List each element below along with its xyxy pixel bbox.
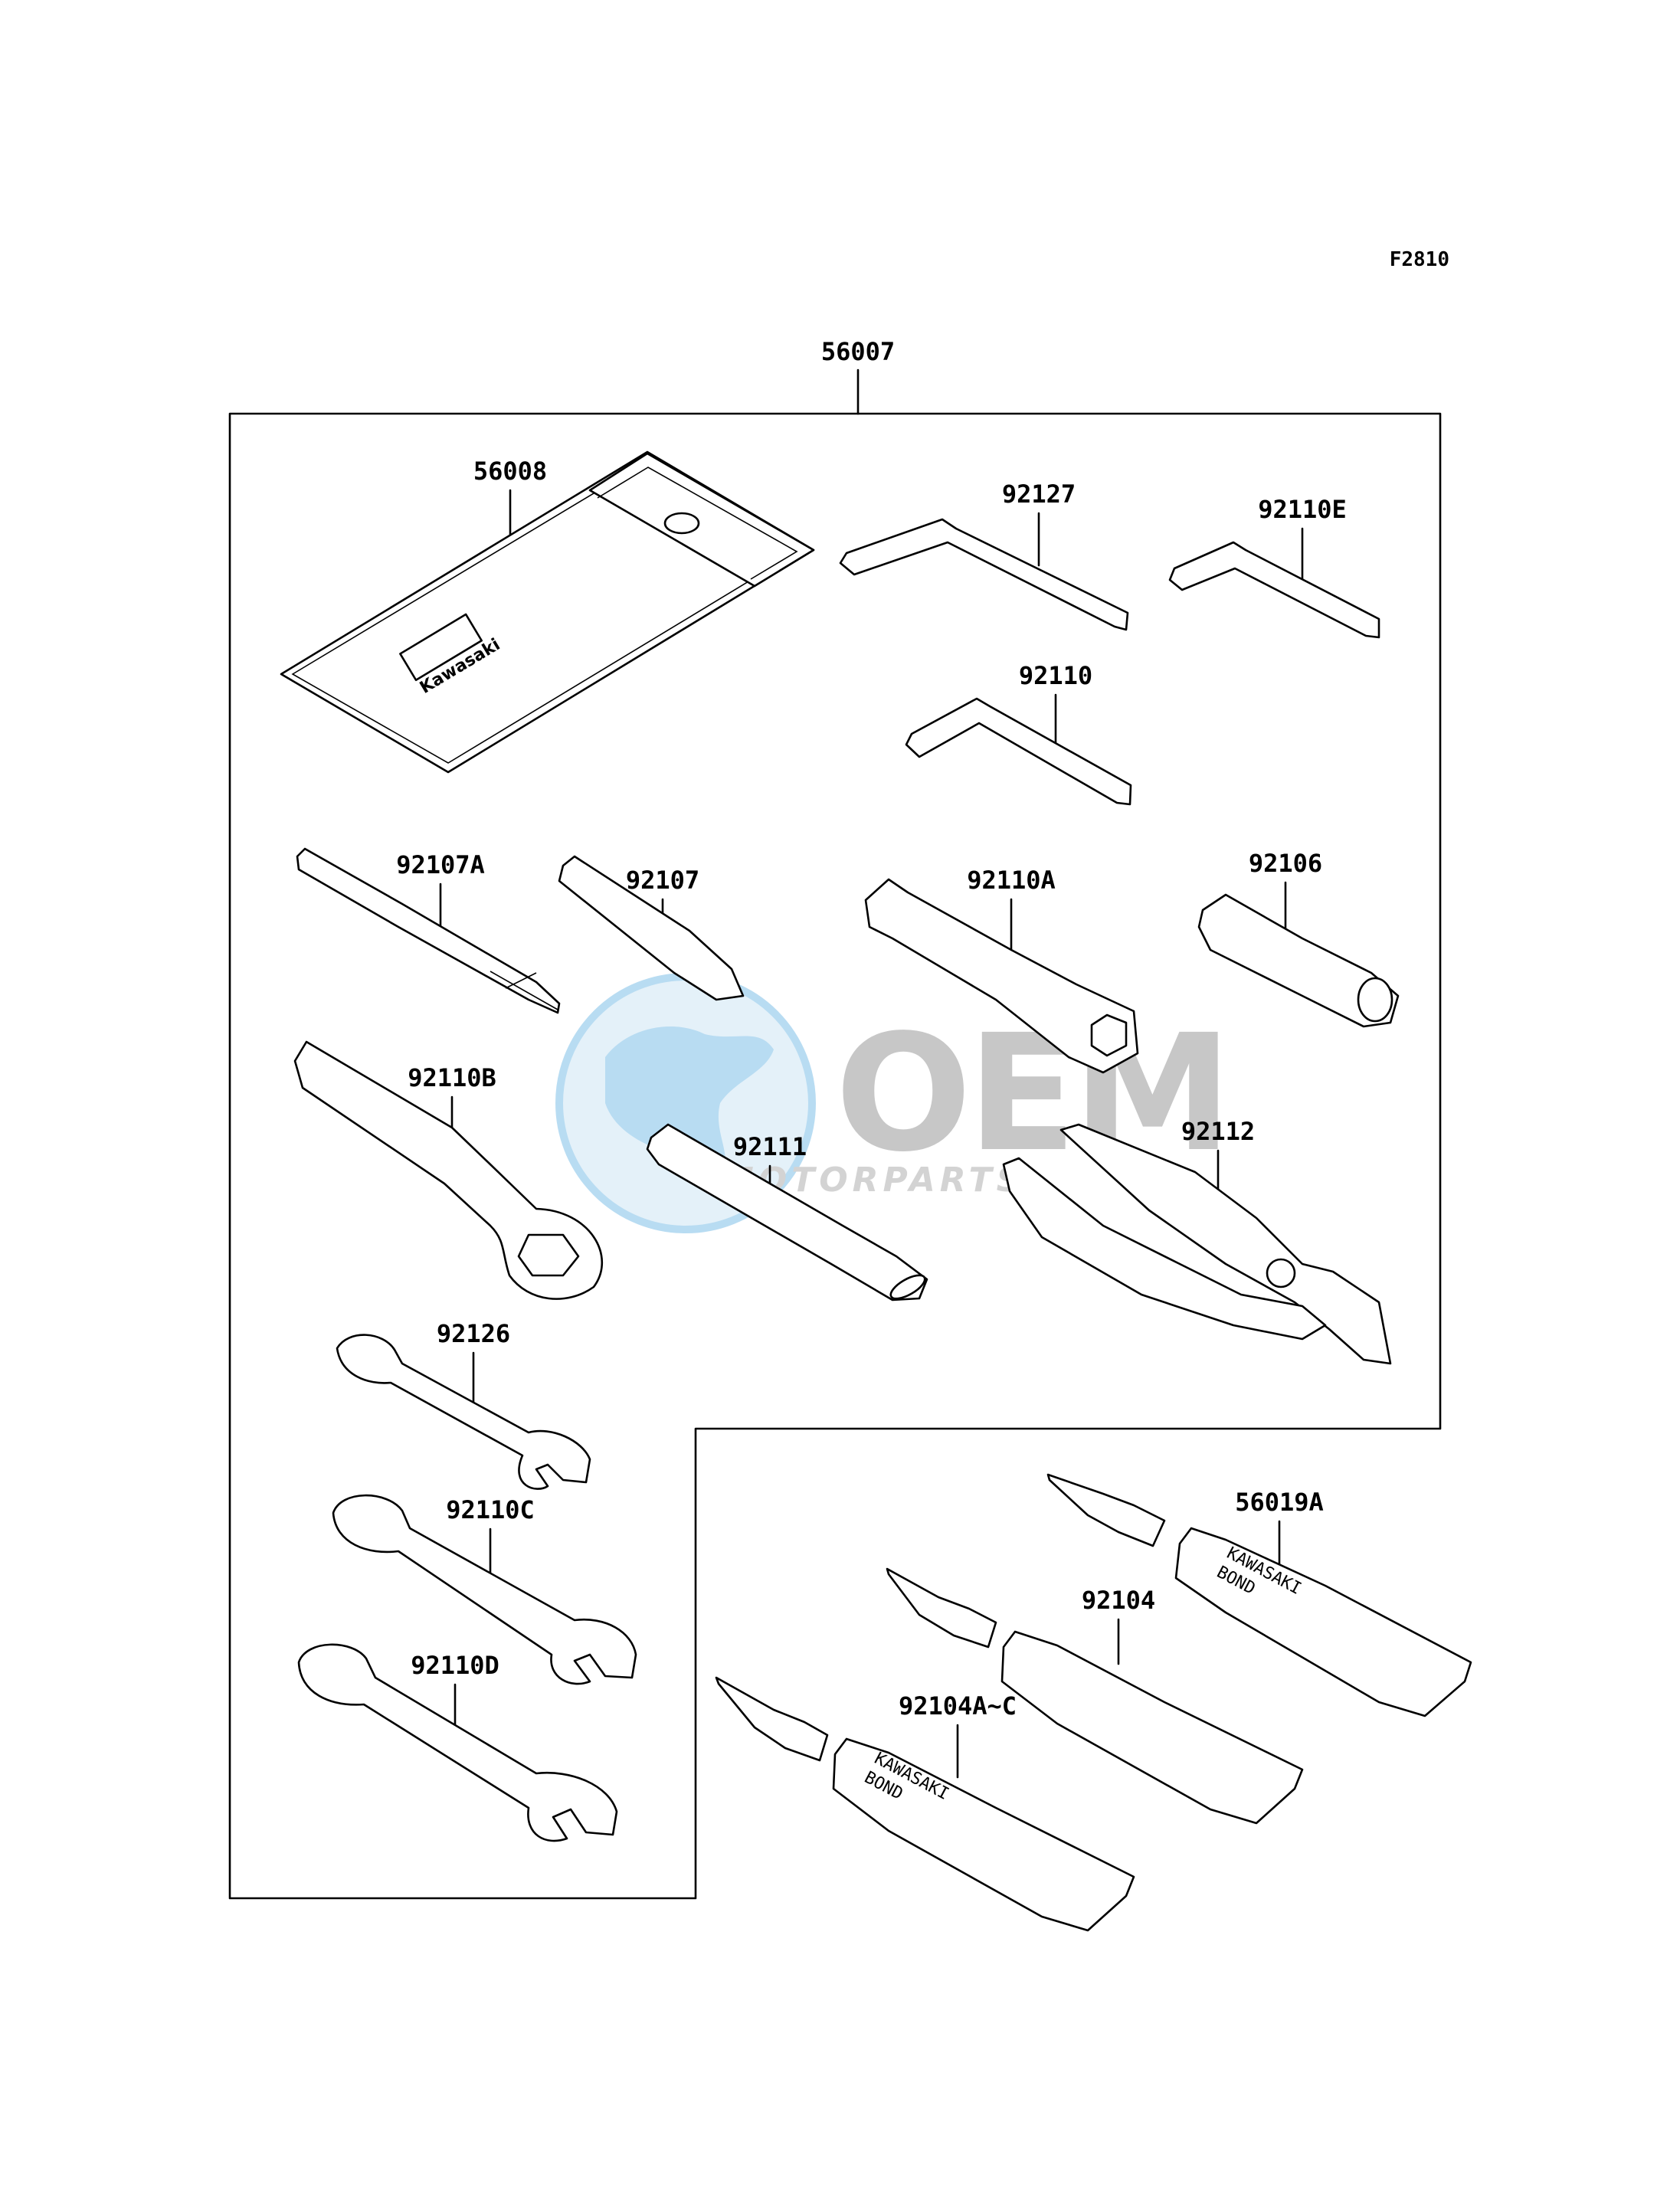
part-92111[interactable]: 92111 xyxy=(646,1123,928,1303)
part-92110B[interactable]: 92110B xyxy=(293,1040,603,1300)
part-92106[interactable]: 92106 xyxy=(1197,849,1400,1028)
label-92104A-C: 92104A~C xyxy=(899,1691,1017,1721)
part-92107[interactable]: 92107 xyxy=(558,855,745,1001)
bar-92111-end xyxy=(889,1274,926,1300)
nozzle-92104A-C xyxy=(715,1676,829,1762)
part-92110E[interactable]: 92110E xyxy=(1168,495,1380,639)
socket-92110A xyxy=(864,878,1139,1074)
pouch-logo-mark xyxy=(399,613,483,682)
label-92110B: 92110B xyxy=(408,1063,496,1092)
label-92107: 92107 xyxy=(626,866,699,895)
label-92106: 92106 xyxy=(1249,849,1322,878)
socket-92106 xyxy=(1197,893,1400,1028)
figure-code: F2810 xyxy=(1390,248,1449,271)
label-92110: 92110 xyxy=(1019,661,1092,690)
part-92107A[interactable]: 92107A xyxy=(296,847,561,1014)
tube-92104 xyxy=(1000,1630,1304,1825)
hex-key-92110E xyxy=(1168,541,1380,639)
part-92110C[interactable]: 92110C xyxy=(332,1494,637,1685)
pliers-92112-upper xyxy=(1059,1123,1392,1365)
wrench-92110D xyxy=(297,1643,618,1842)
label-92110D: 92110D xyxy=(411,1651,499,1680)
label-56008: 56008 xyxy=(473,457,547,486)
label-92111: 92111 xyxy=(733,1132,807,1161)
bit-92107 xyxy=(558,855,745,1001)
part-92104A-C[interactable]: 92104A~C KAWASAKI BOND xyxy=(715,1676,1135,1932)
part-92112[interactable]: 92112 xyxy=(1002,1117,1392,1365)
wrench-92110C xyxy=(332,1494,637,1685)
label-92107A: 92107A xyxy=(396,850,485,879)
nozzle-92104 xyxy=(886,1567,997,1649)
part-56008[interactable]: 56008 Kawasaki xyxy=(280,450,815,774)
kit-frame xyxy=(228,412,1442,1900)
label-92110E: 92110E xyxy=(1258,495,1347,524)
wrench-92110B xyxy=(293,1040,603,1300)
tube-92104A-C xyxy=(832,1737,1135,1932)
hex-key-92110 xyxy=(905,697,1132,806)
watermark-brand: OEM xyxy=(835,1000,1228,1187)
wrench-92126 xyxy=(336,1334,591,1490)
kit-label: 56007 xyxy=(821,337,895,366)
bit-92107A-tip xyxy=(490,971,558,1010)
wrench-92110B-hex xyxy=(517,1233,580,1277)
tube-56019A xyxy=(1174,1527,1472,1717)
part-92110D[interactable]: 92110D xyxy=(297,1643,618,1842)
part-92126[interactable]: 92126 xyxy=(336,1319,591,1490)
socket-92106-end xyxy=(1357,977,1393,1023)
hex-key-92127 xyxy=(839,518,1129,631)
watermark-continents xyxy=(605,1026,774,1184)
label-92110A: 92110A xyxy=(967,866,1056,895)
label-92127: 92127 xyxy=(1002,480,1076,509)
part-92104[interactable]: 92104 xyxy=(886,1567,1304,1825)
part-92110[interactable]: 92110 xyxy=(905,661,1132,806)
part-92127[interactable]: 92127 xyxy=(839,480,1129,631)
part-92110A[interactable]: 92110A xyxy=(864,866,1139,1074)
label-92110C: 92110C xyxy=(446,1495,535,1524)
nozzle-56019A xyxy=(1046,1473,1166,1547)
pouch-body xyxy=(280,450,815,774)
socket-92110A-hex xyxy=(1090,1013,1128,1057)
pouch-flap xyxy=(588,452,815,588)
label-92104: 92104 xyxy=(1082,1586,1155,1615)
pouch-snap xyxy=(663,512,700,535)
label-92112: 92112 xyxy=(1181,1117,1255,1146)
bar-92111 xyxy=(646,1123,928,1302)
bit-92107A xyxy=(296,847,561,1014)
pliers-92112-lower xyxy=(1002,1157,1327,1341)
label-56019A: 56019A xyxy=(1235,1488,1324,1517)
pliers-92112-pivot xyxy=(1266,1258,1296,1288)
label-92126: 92126 xyxy=(437,1319,510,1348)
pouch-flap-fold xyxy=(597,467,798,580)
